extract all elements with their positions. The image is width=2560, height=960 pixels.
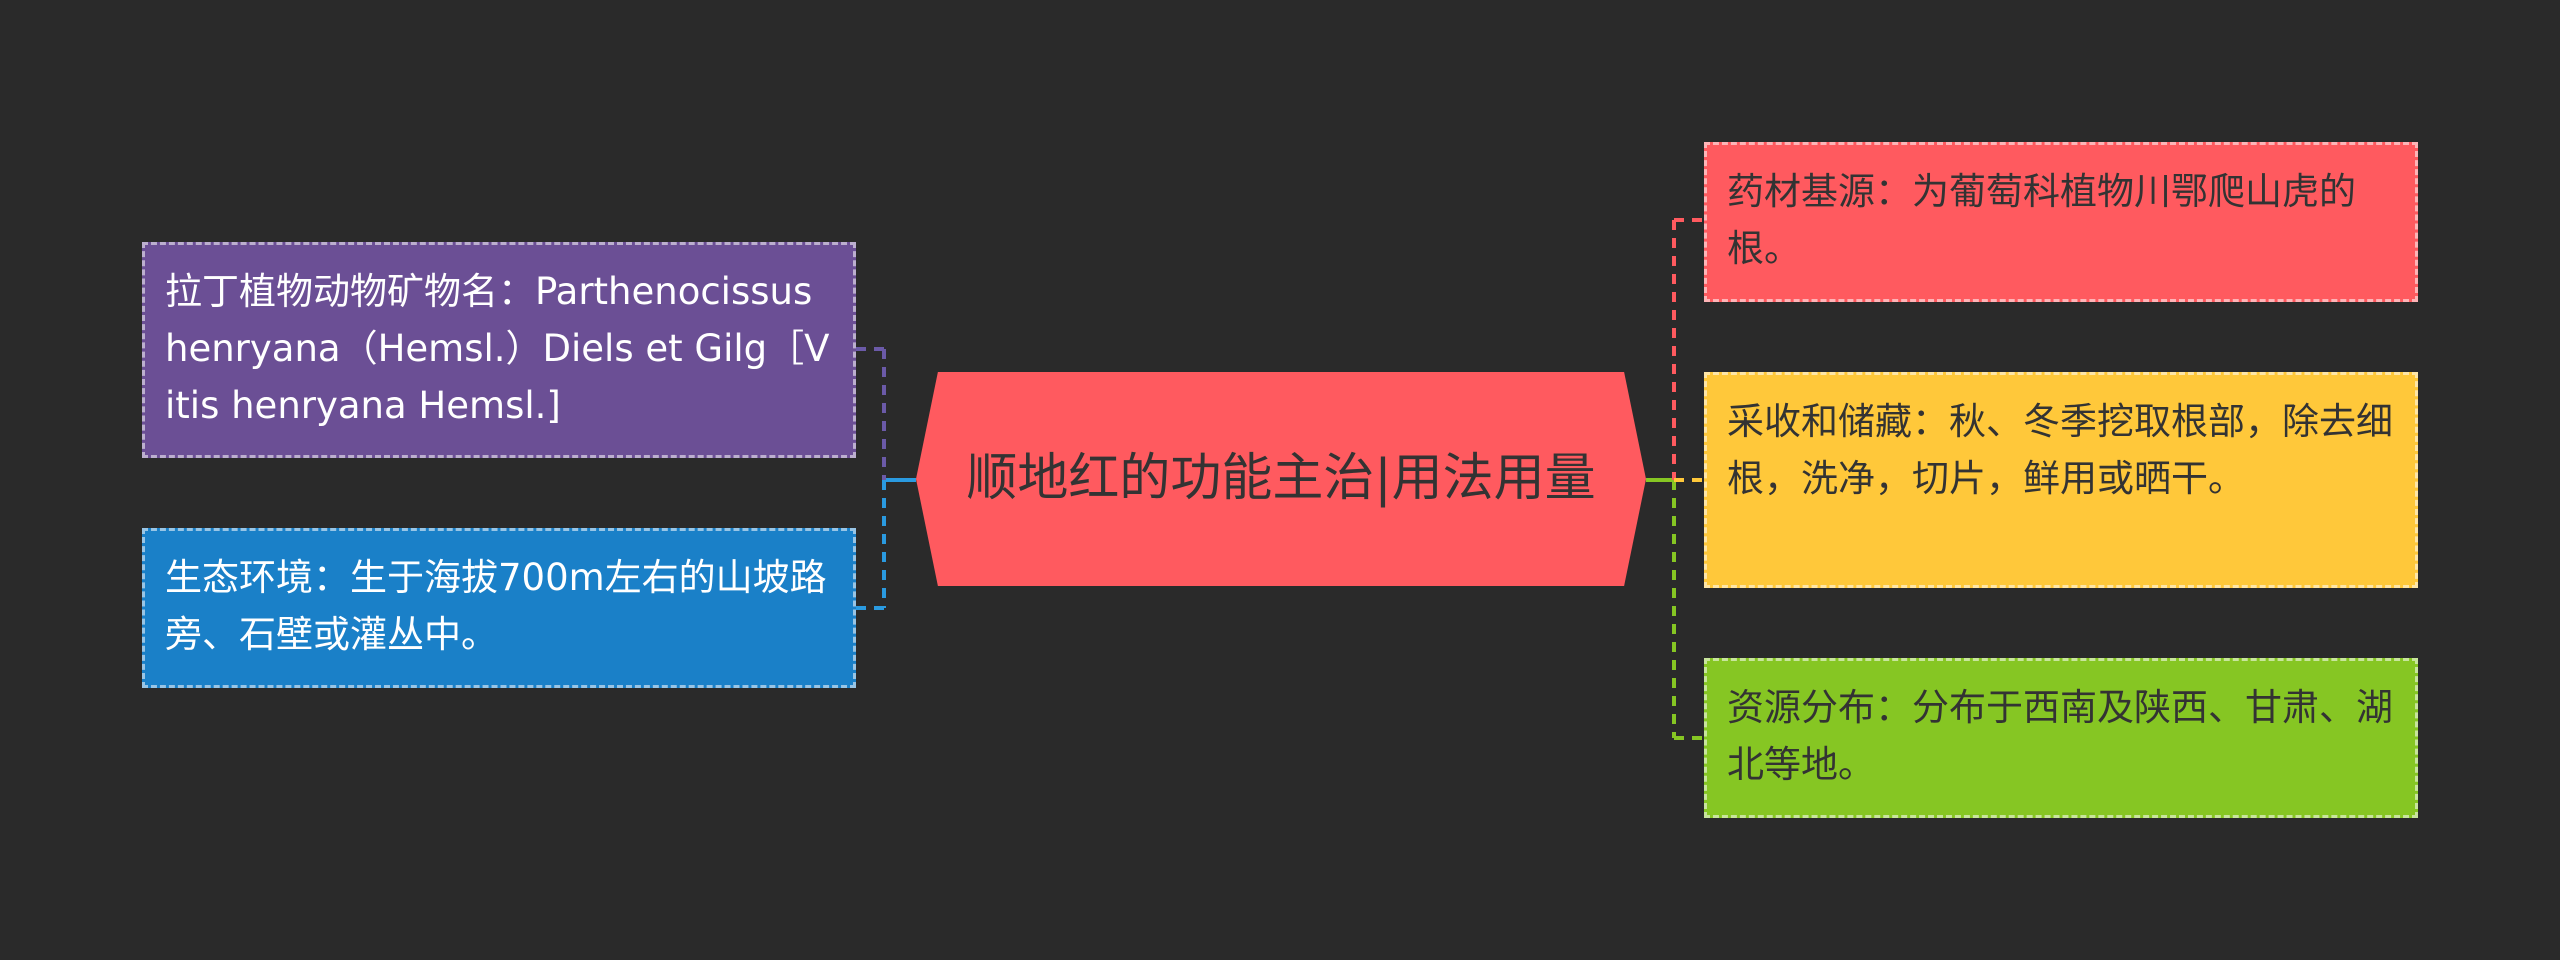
root-topic[interactable]: 顺地红的功能主治|用法用量 bbox=[916, 372, 1646, 586]
left-topic-habitat-label: 生态环境：生于海拔700m左右的山坡路旁、石壁或灌丛中。 bbox=[165, 556, 827, 656]
right-topic-harvest-label: 采收和储藏：秋、冬季挖取根部，除去细根，洗净，切片，鲜用或晒干。 bbox=[1727, 400, 2393, 500]
right-topic-source-label: 药材基源：为葡萄科植物川鄂爬山虎的根。 bbox=[1727, 170, 2356, 270]
right-topic-source[interactable]: 药材基源：为葡萄科植物川鄂爬山虎的根。 bbox=[1704, 142, 2418, 302]
left-topic-latin-name[interactable]: 拉丁植物动物矿物名：Parthenocissus henryana（Hemsl.… bbox=[142, 242, 856, 458]
root-topic-label: 顺地红的功能主治|用法用量 bbox=[966, 449, 1596, 508]
left-topic-habitat[interactable]: 生态环境：生于海拔700m左右的山坡路旁、石壁或灌丛中。 bbox=[142, 528, 856, 688]
right-topic-distribution-label: 资源分布：分布于西南及陕西、甘肃、湖北等地。 bbox=[1727, 686, 2393, 786]
left-topic-latin-name-label: 拉丁植物动物矿物名：Parthenocissus henryana（Hemsl.… bbox=[165, 270, 830, 427]
right-topic-harvest[interactable]: 采收和储藏：秋、冬季挖取根部，除去细根，洗净，切片，鲜用或晒干。 bbox=[1704, 372, 2418, 588]
right-topic-distribution[interactable]: 资源分布：分布于西南及陕西、甘肃、湖北等地。 bbox=[1704, 658, 2418, 818]
